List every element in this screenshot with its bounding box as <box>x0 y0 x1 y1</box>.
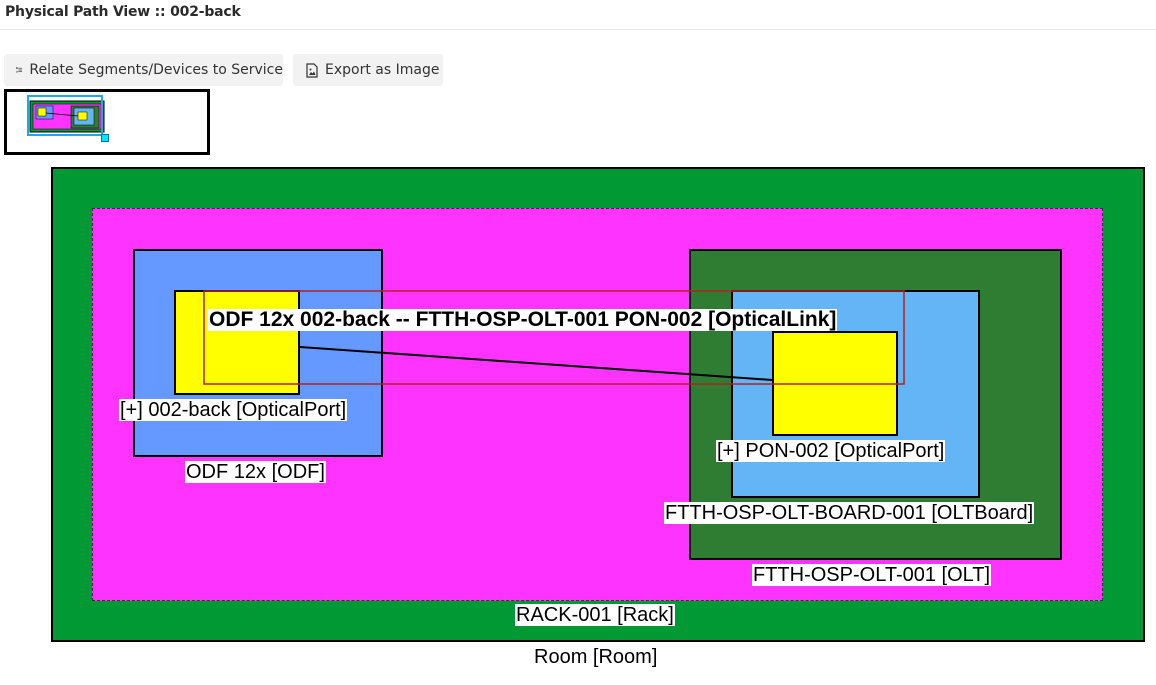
list-checks-icon <box>16 67 23 73</box>
file-image-icon <box>306 62 318 78</box>
relate-segments-label: Relate Segments/Devices to Service <box>29 62 283 78</box>
page-title: Physical Path View :: 002-back <box>5 4 241 20</box>
export-image-label: Export as Image <box>325 62 440 78</box>
view-header: Physical Path View :: 002-back <box>0 0 1156 30</box>
olt-port-label[interactable]: [+] PON-002 [OpticalPort] <box>716 440 946 462</box>
diagram-minimap[interactable] <box>4 89 210 155</box>
room-label: Room [Room] <box>533 646 659 668</box>
export-image-button[interactable]: Export as Image <box>293 54 443 86</box>
olt-board-label: FTTH-OSP-OLT-BOARD-001 [OLTBoard] <box>664 502 1035 524</box>
olt-label: FTTH-OSP-OLT-001 [OLT] <box>752 564 992 586</box>
relate-segments-button[interactable]: Relate Segments/Devices to Service <box>4 54 283 86</box>
minimap-resize-handle[interactable] <box>101 134 109 142</box>
odf-port-box[interactable] <box>174 290 300 395</box>
rack-label: RACK-001 [Rack] <box>515 604 675 626</box>
optical-link-label[interactable]: ODF 12x 002-back -- FTTH-OSP-OLT-001 PON… <box>208 308 838 331</box>
odf-label: ODF 12x [ODF] <box>185 461 326 483</box>
olt-port-box[interactable] <box>772 331 898 436</box>
odf-port-label[interactable]: [+] 002-back [OpticalPort] <box>119 399 348 421</box>
minimap-preview <box>29 100 105 133</box>
minimap-viewport[interactable] <box>27 95 103 136</box>
